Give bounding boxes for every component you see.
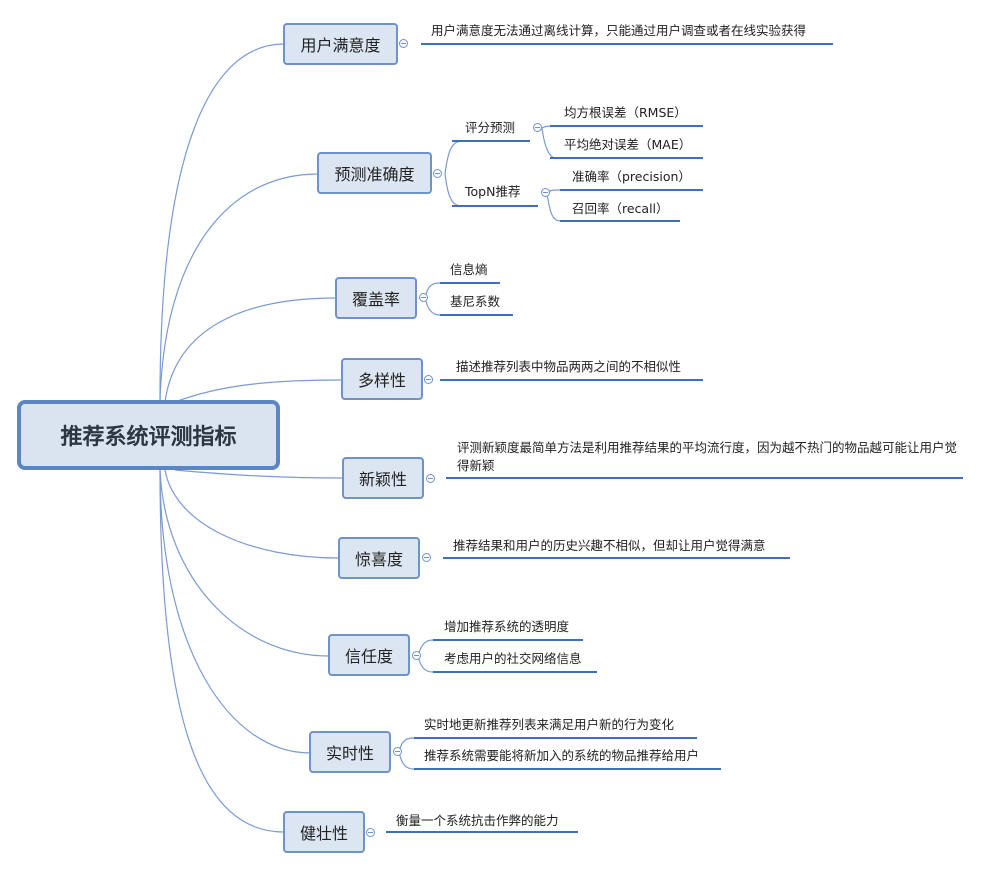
collapse-toggle-icon[interactable] [422, 553, 431, 562]
leaf-label: 基尼系数 [450, 294, 501, 309]
leaf-label: 信息熵 [450, 262, 488, 277]
leaf-label: 均方根误差（RMSE） [564, 105, 687, 120]
collapse-toggle-icon[interactable] [366, 828, 375, 837]
branch-node-novelty[interactable]: 新颖性 [342, 457, 424, 499]
collapse-toggle-icon[interactable] [541, 188, 550, 197]
branch-node-trust[interactable]: 信任度 [328, 634, 410, 676]
collapse-toggle-icon[interactable] [433, 169, 442, 178]
branch-node-satisfaction[interactable]: 用户满意度 [283, 23, 398, 65]
leaf-label: 召回率（recall） [572, 201, 669, 216]
branch-node-coverage[interactable]: 覆盖率 [335, 277, 417, 319]
leaf-label: 推荐结果和用户的历史兴趣不相似，但却让用户觉得满意 [453, 538, 766, 553]
leaf-label: 描述推荐列表中物品两两之间的不相似性 [456, 359, 682, 374]
branch-node-realtime[interactable]: 实时性 [309, 731, 391, 773]
group-label[interactable]: 评分预测 [465, 120, 516, 135]
collapse-toggle-icon[interactable] [393, 747, 402, 756]
branch-node-serendipity[interactable]: 惊喜度 [338, 537, 420, 579]
leaf-label: 考虑用户的社交网络信息 [444, 651, 582, 666]
leaf-label: 增加推荐系统的透明度 [444, 619, 570, 634]
collapse-toggle-icon[interactable] [533, 123, 542, 132]
leaf-label: 评测新颖度最简单方法是利用推荐结果的平均流行度，因为越不热门的物品越可能让用户觉… [457, 440, 958, 473]
root-node[interactable]: 推荐系统评测指标 [17, 400, 280, 470]
collapse-toggle-icon[interactable] [426, 474, 435, 483]
leaf-label: 推荐系统需要能将新加入的系统的物品推荐给用户 [424, 748, 700, 763]
branch-node-diversity[interactable]: 多样性 [341, 358, 423, 400]
group-label[interactable]: TopN推荐 [465, 184, 521, 199]
branch-node-accuracy[interactable]: 预测准确度 [317, 152, 432, 194]
collapse-toggle-icon[interactable] [412, 651, 421, 660]
leaf-label: 用户满意度无法通过离线计算，只能通过用户调查或者在线实验获得 [431, 23, 807, 38]
branch-node-robustness[interactable]: 健壮性 [283, 811, 365, 853]
collapse-toggle-icon[interactable] [424, 375, 433, 384]
leaf-label: 平均绝对误差（MAE） [564, 137, 692, 152]
leaf-label: 实时地更新推荐列表来满足用户新的行为变化 [424, 717, 675, 732]
leaf-label: 准确率（precision） [572, 169, 691, 184]
collapse-toggle-icon[interactable] [419, 293, 428, 302]
leaf-label: 衡量一个系统抗击作弊的能力 [396, 813, 559, 828]
collapse-toggle-icon[interactable] [399, 39, 408, 48]
